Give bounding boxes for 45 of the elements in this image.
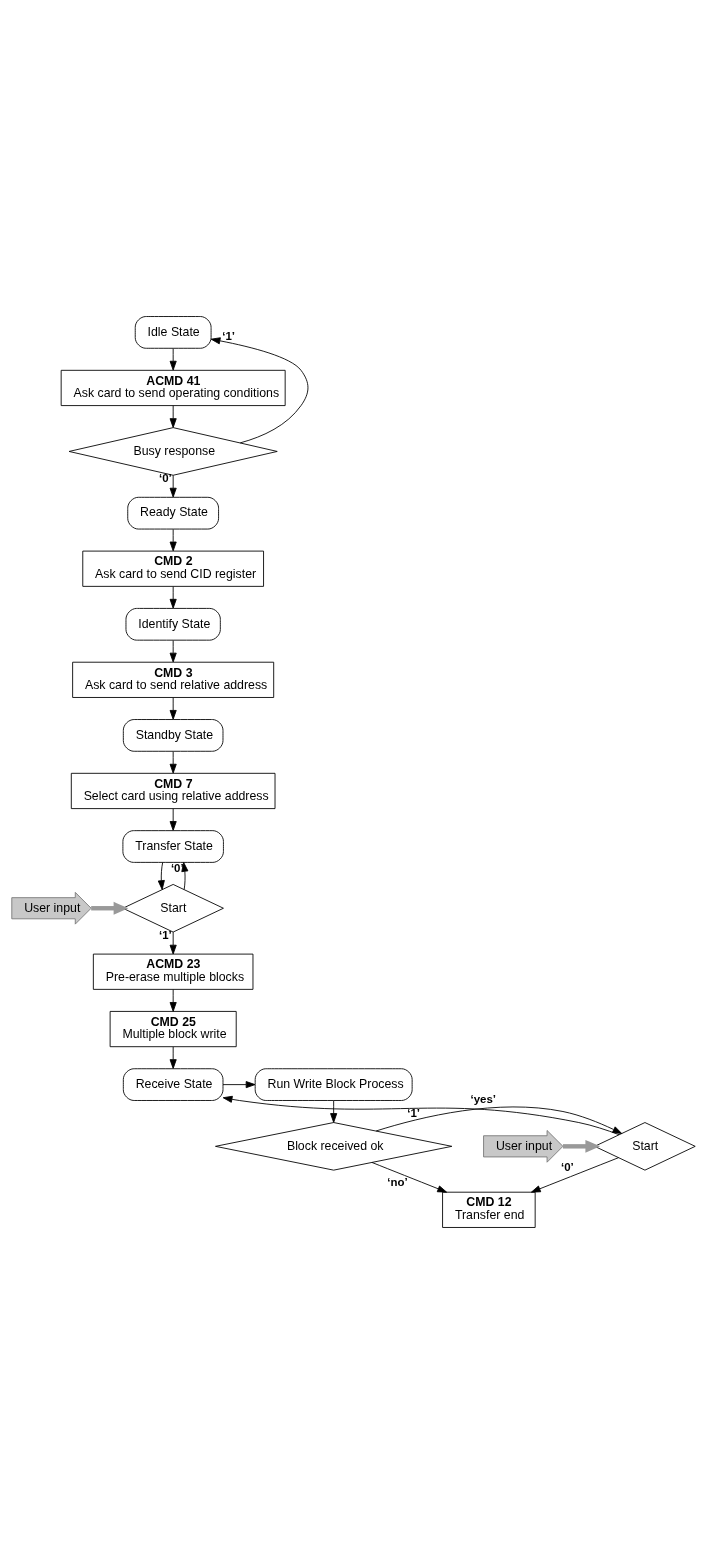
arrow bbox=[210, 337, 309, 444]
node-box: ACMD 23 Pre-erase multiple blocks bbox=[92, 953, 254, 990]
node-box: CMD 7 Select card using relative address bbox=[70, 772, 276, 810]
edge-label: ‘1’ bbox=[222, 330, 235, 343]
node-box: CMD 2 Ask card to send CID register bbox=[82, 550, 264, 587]
arrow bbox=[169, 474, 177, 498]
node-box: Receive State bbox=[122, 1068, 224, 1101]
arrow bbox=[169, 751, 177, 774]
node-box: Ready State bbox=[127, 496, 219, 530]
arrow bbox=[91, 901, 129, 915]
node-box: Run Write Block Process bbox=[254, 1068, 413, 1101]
node-diamond: Start bbox=[594, 1122, 696, 1171]
arrow bbox=[222, 1095, 620, 1136]
arrow bbox=[169, 640, 177, 663]
arrow bbox=[181, 862, 189, 890]
arrow bbox=[169, 348, 177, 371]
arrow bbox=[169, 808, 177, 831]
node-box: CMD 3 Ask card to send relative address bbox=[72, 661, 275, 698]
arrow bbox=[169, 528, 177, 552]
arrow bbox=[169, 931, 177, 955]
arrow bbox=[530, 1157, 619, 1193]
arrow bbox=[169, 405, 177, 428]
edge-label: ‘yes’ bbox=[470, 1093, 497, 1106]
edge-label: ‘no’ bbox=[387, 1175, 408, 1188]
arrow bbox=[157, 862, 165, 890]
arrow bbox=[169, 989, 177, 1012]
arrow bbox=[169, 586, 177, 609]
node-box: ACMD 41 Ask card to send operating conditions bbox=[60, 369, 286, 407]
arrow bbox=[330, 1100, 338, 1123]
node-box: CMD 25 Multiple block write bbox=[109, 1010, 237, 1048]
node-box: Identify State bbox=[125, 607, 221, 641]
arrow bbox=[375, 1106, 623, 1134]
arrow bbox=[222, 1081, 256, 1089]
node-box: CMD 12 Transfer end bbox=[442, 1191, 536, 1228]
arrow bbox=[169, 1046, 177, 1069]
edge-label: ‘1’ bbox=[407, 1106, 420, 1119]
node-box: Standby State bbox=[122, 719, 224, 752]
arrow bbox=[371, 1162, 447, 1193]
arrow bbox=[562, 1139, 601, 1153]
node-diamond: Block received ok bbox=[215, 1122, 453, 1171]
node-box: Idle State bbox=[134, 316, 212, 349]
edge-label: ‘0’ bbox=[170, 861, 184, 874]
arrow bbox=[169, 697, 177, 720]
edge-label: ‘0’ bbox=[560, 1160, 574, 1173]
node-box: Transfer State bbox=[122, 830, 224, 863]
